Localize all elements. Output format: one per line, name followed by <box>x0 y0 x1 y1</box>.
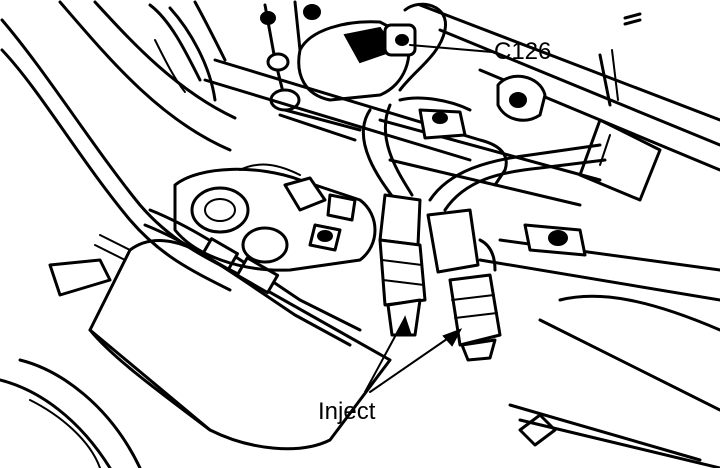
c126-connector-assembly <box>260 0 447 142</box>
connector-c126-label: C126 <box>494 38 552 65</box>
injector-1 <box>378 193 427 337</box>
lower-left-housing <box>0 239 392 468</box>
right-intake-tubes <box>418 3 720 202</box>
injector-2 <box>426 208 502 362</box>
large-hose-left <box>0 0 242 292</box>
fuel-rail <box>203 58 602 207</box>
injector-fuel-lines <box>361 103 607 212</box>
upper-left-ridges <box>148 0 227 102</box>
leader-lines <box>364 44 493 393</box>
injectors-label: Inject <box>318 398 376 425</box>
central-actuator <box>173 163 377 272</box>
lower-right-manifold <box>478 223 720 468</box>
